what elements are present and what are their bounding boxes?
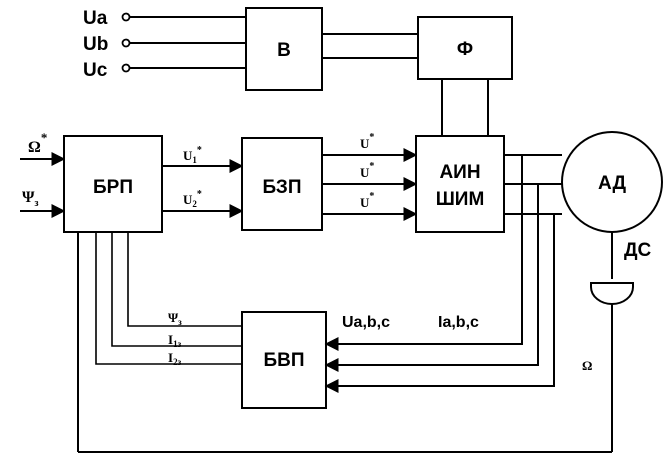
block-bzp-label: БЗП xyxy=(263,177,302,198)
input-uc-label: Uc xyxy=(83,60,108,81)
block-inverter-pwm xyxy=(415,135,505,233)
block-filter-label: Ф xyxy=(457,39,473,60)
block-filter xyxy=(417,16,513,80)
signal-omega-fb-label: Ω xyxy=(582,358,592,373)
block-rectifier-label: В xyxy=(277,40,291,61)
wire-psi-fb xyxy=(127,232,242,327)
signal-psi-fb-label: Ψз xyxy=(168,310,182,327)
block-brp xyxy=(63,135,163,233)
terminal-ub xyxy=(121,38,131,48)
signal-ua-ref-label: U* xyxy=(360,132,374,151)
wire-meas-2 xyxy=(324,184,539,372)
wire-i1-fb xyxy=(111,232,242,347)
block-motor-label: АД xyxy=(598,173,626,194)
signal-u1-label: U1* xyxy=(183,145,202,165)
block-brp-label: БРП xyxy=(93,177,133,198)
input-ua-label: Ua xyxy=(83,8,108,29)
speed-sensor xyxy=(590,282,634,305)
wire-i2-fb xyxy=(95,232,242,365)
block-pwm-label: ШИМ xyxy=(436,189,485,210)
signal-i1-label: I1з xyxy=(168,332,182,349)
signal-iabc-label: Ia,b,c xyxy=(438,314,479,331)
signal-ub-ref-label: U* xyxy=(360,161,374,180)
terminal-uc xyxy=(121,63,131,73)
signal-i2-label: I2з xyxy=(168,350,182,367)
signal-uc-ref-label: U* xyxy=(360,191,374,210)
wire-meas-1 xyxy=(324,155,523,351)
block-bvp-label: БВП xyxy=(263,350,304,371)
block-inverter-label: АИН xyxy=(439,162,480,183)
input-psi-ref-label: Ψз xyxy=(22,189,39,209)
terminal-ua xyxy=(121,12,131,22)
speed-sensor-label: ДС xyxy=(624,240,652,261)
block-bzp xyxy=(241,137,323,231)
block-rectifier xyxy=(245,7,323,91)
input-omega-ref-label: Ω* xyxy=(28,130,47,156)
signal-uabc-label: Ua,b,c xyxy=(342,314,390,331)
wire-meas-3 xyxy=(324,214,555,393)
signal-u2-label: U2* xyxy=(183,189,202,209)
input-ub-label: Ub xyxy=(83,34,108,55)
